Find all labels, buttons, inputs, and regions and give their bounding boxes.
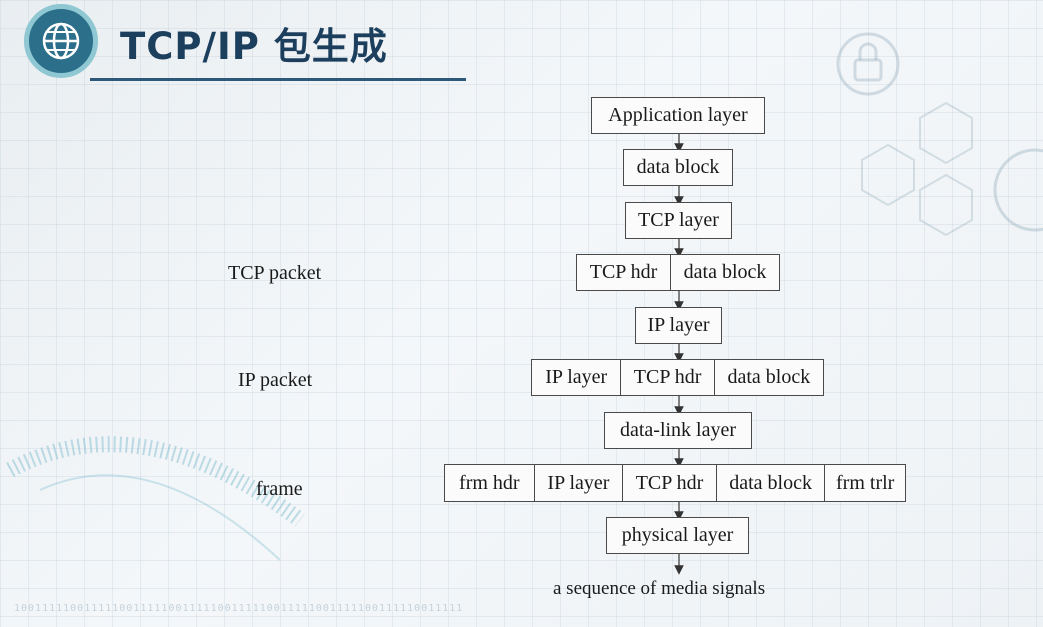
binary-watermark: 1001111100111110011111001111100111110011…: [14, 603, 464, 614]
title-block: TCP/IP 包生成: [24, 4, 466, 94]
ip-packet-cell: IP layer: [545, 366, 608, 388]
tcp-packet-cell: data block: [670, 255, 779, 290]
physical-layer-label: physical layer: [621, 524, 734, 546]
page-title: TCP/IP 包生成: [120, 25, 388, 68]
title-underline: [90, 78, 466, 81]
data-link-layer-label: data-link layer: [619, 419, 737, 441]
frame-cell: frm trlr: [824, 465, 905, 501]
tcp-packet-cell: TCP hdr: [589, 261, 658, 283]
frame-cell: IP layer: [533, 465, 623, 501]
frame-box: frm hdr IP layer TCP hdr data block frm …: [444, 464, 906, 502]
tcp-layer-label: TCP layer: [638, 209, 719, 231]
ip-layer-label: IP layer: [647, 314, 710, 336]
ip-packet-cell: data block: [713, 360, 823, 395]
frame-cell: TCP hdr: [622, 465, 716, 501]
tcp-packet-label: TCP packet: [228, 262, 322, 284]
media-signals-label: a sequence of media signals: [553, 578, 766, 599]
application-layer-box: Application layer: [591, 97, 765, 134]
frame-cell: frm hdr: [459, 471, 520, 494]
data-link-layer-box: data-link layer: [604, 412, 752, 449]
ip-packet-cell: TCP hdr: [620, 360, 713, 395]
frame-label: frame: [256, 478, 303, 500]
globe-glyph: [42, 22, 80, 60]
data-block-label: data block: [636, 156, 720, 178]
globe-icon: [24, 4, 98, 78]
ip-packet-label: IP packet: [238, 369, 313, 391]
data-block-box: data block: [623, 149, 733, 186]
ip-packet-box: IP layer TCP hdr data block: [531, 359, 824, 396]
application-layer-label: Application layer: [608, 104, 748, 126]
tcp-packet-box: TCP hdr data block: [576, 254, 780, 291]
ip-layer-box: IP layer: [635, 307, 722, 344]
tcp-layer-box: TCP layer: [625, 202, 732, 239]
frame-cell: data block: [715, 465, 825, 501]
physical-layer-box: physical layer: [606, 517, 749, 554]
